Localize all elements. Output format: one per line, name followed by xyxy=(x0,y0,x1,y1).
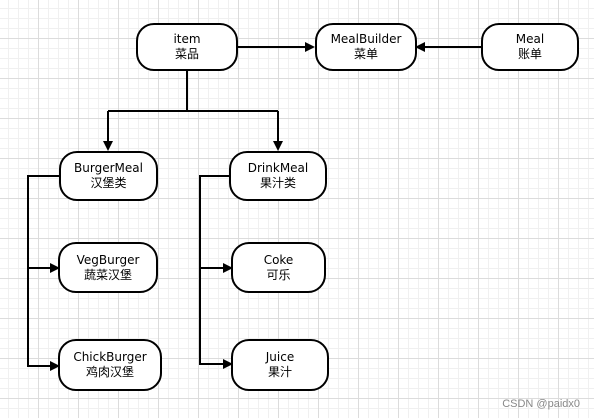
node-meal-subtitle: 账单 xyxy=(517,47,542,61)
node-mealbuilder-title: MealBuilder xyxy=(330,32,402,46)
node-coke-title: Coke xyxy=(263,252,294,267)
node-item-subtitle: 菜品 xyxy=(174,47,199,61)
node-drinkmeal-subtitle: 果汁类 xyxy=(259,176,296,190)
node-chickburger-title: ChickBurger xyxy=(73,350,147,364)
node-mealbuilder-subtitle: 菜单 xyxy=(353,47,378,61)
edge-drinkmeal-trunk xyxy=(199,175,233,369)
node-chickburger-subtitle: 鸡肉汉堡 xyxy=(85,365,134,379)
node-drinkmeal-title: DrinkMeal xyxy=(247,161,309,175)
node-mealbuilder: MealBuilder 菜单 xyxy=(315,23,417,71)
node-juice-subtitle: 果汁 xyxy=(267,365,292,379)
node-drinkmeal: DrinkMeal 果汁类 xyxy=(229,151,327,201)
node-burgermeal-subtitle: 汉堡类 xyxy=(90,176,127,190)
node-juice-title: Juice xyxy=(265,350,295,364)
node-juice: Juice 果汁 xyxy=(231,339,329,391)
edge-burgermeal-trunk xyxy=(27,175,60,371)
node-burgermeal-title: BurgerMeal xyxy=(74,161,143,175)
node-coke-subtitle: 可乐 xyxy=(266,267,291,282)
watermark: CSDN @paidx0 xyxy=(502,398,580,410)
node-chickburger: ChickBurger 鸡肉汉堡 xyxy=(58,339,162,391)
node-burgermeal: BurgerMeal 汉堡类 xyxy=(59,151,158,201)
node-meal: Meal 账单 xyxy=(481,23,579,71)
node-vegburger: VegBurger 蔬菜汉堡 xyxy=(58,242,158,293)
node-vegburger-title: VegBurger xyxy=(76,252,140,267)
node-item-title: item xyxy=(173,32,201,46)
node-item: item 菜品 xyxy=(136,23,238,71)
node-coke: Coke 可乐 xyxy=(231,242,326,293)
node-meal-title: Meal xyxy=(515,32,545,46)
node-vegburger-subtitle: 蔬菜汉堡 xyxy=(83,267,132,282)
